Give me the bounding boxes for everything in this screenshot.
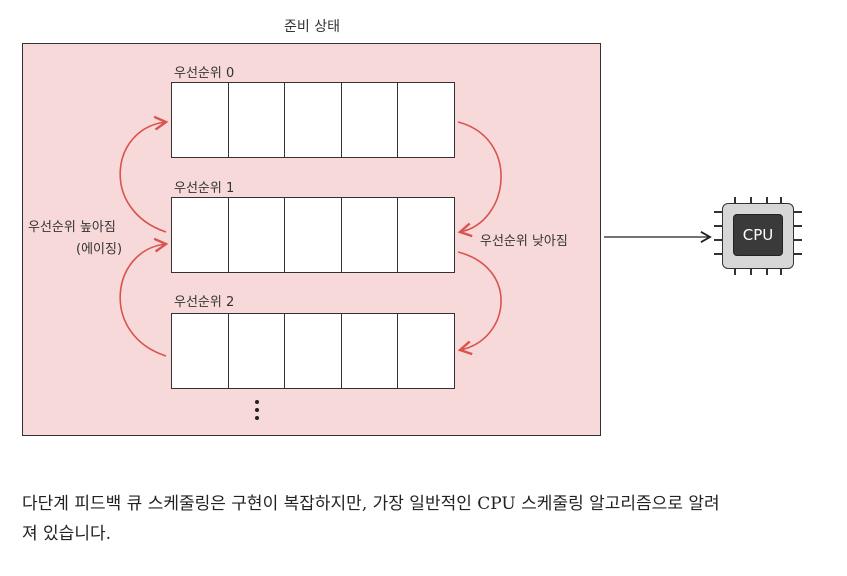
ready-state-title: 준비 상태 <box>284 19 340 35</box>
dot <box>255 408 259 412</box>
queue-slot <box>228 314 286 388</box>
caption-line-1: 다단계 피드백 큐 스케줄링은 구현이 복잡하지만, 가장 일반적인 CPU 스… <box>22 494 720 514</box>
dot <box>255 400 259 404</box>
queue-slot <box>228 198 286 272</box>
queue-slot <box>285 198 342 272</box>
caption-line-2: 져 있습니다. <box>22 523 112 544</box>
demote-arrow-0-to-1 <box>457 121 502 238</box>
caption-paragraph: 다단계 피드백 큐 스케줄링은 구현이 복잡하지만, 가장 일반적인 CPU 스… <box>22 490 822 550</box>
queue-slot <box>285 83 342 157</box>
queue-slot <box>341 83 399 157</box>
ellipsis-dots <box>252 400 262 420</box>
queue-slot <box>341 198 399 272</box>
queue-label-priority-2: 우선순위 2 <box>174 295 235 310</box>
queue-priority-1 <box>171 197 455 273</box>
priority-up-label: 우선순위 높아짐 <box>28 220 116 235</box>
cpu-label: CPU <box>733 214 783 256</box>
queue-slot <box>398 83 454 157</box>
queue-slot <box>172 198 229 272</box>
queue-slot <box>398 198 454 272</box>
queue-priority-2 <box>171 313 455 389</box>
queue-slot <box>398 314 454 388</box>
aging-arrow-1-to-0 <box>119 115 169 233</box>
queue-priority-0 <box>171 82 455 158</box>
demote-arrow-1-to-2 <box>457 251 502 356</box>
queue-slot <box>172 314 229 388</box>
aging-arrow-2-to-1 <box>119 237 169 357</box>
queue-slot <box>228 83 286 157</box>
queue-slot <box>285 314 342 388</box>
aging-label: (에이징) <box>76 242 123 257</box>
queue-label-priority-1: 우선순위 1 <box>174 181 235 196</box>
cpu-body: CPU <box>722 203 794 269</box>
cpu-icon: CPU <box>714 197 802 275</box>
dot <box>255 416 259 420</box>
priority-down-label: 우선순위 낮아짐 <box>480 234 568 249</box>
queue-slot <box>341 314 399 388</box>
queue-label-priority-0: 우선순위 0 <box>174 66 235 81</box>
queue-slot <box>172 83 229 157</box>
